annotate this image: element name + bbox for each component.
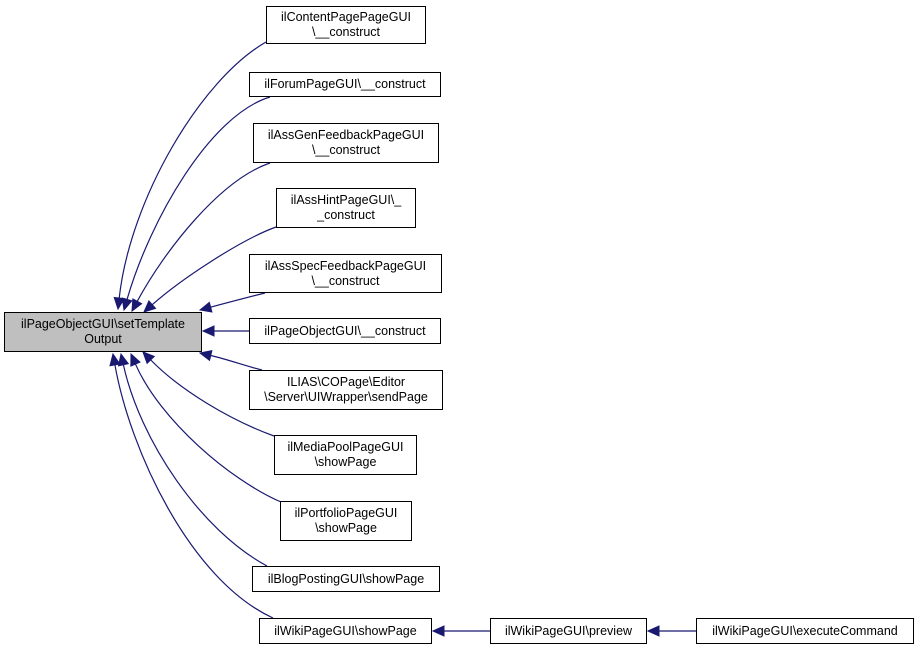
- edge-n8-to-root: [150, 359, 275, 437]
- node-root-settemplateoutput[interactable]: ilPageObjectGUI\setTemplate Output: [4, 312, 202, 352]
- arrowhead-icon-n10: [117, 352, 130, 367]
- edge-n2-to-root: [126, 96, 271, 300]
- edge-n10-to-root: [122, 364, 268, 567]
- node-ilwikipagegui-executecommand[interactable]: ilWikiPageGUI\executeCommand: [696, 618, 914, 644]
- node-ilcontentpagepagegui-construct[interactable]: ilContentPagePageGUI \__construct: [266, 6, 426, 44]
- arrowhead-icon-n4: [143, 300, 157, 313]
- node-uiwrapper-sendpage[interactable]: ILIAS\COPage\Editor \Server\UIWrapper\se…: [249, 370, 443, 410]
- node-ilasshintpagegui-construct[interactable]: ilAssHintPageGUI\_ _construct: [276, 188, 416, 228]
- node-ilassspecfeedbackpagegui-construct[interactable]: ilAssSpecFeedbackPageGUI \__construct: [249, 254, 442, 293]
- edge-n5-to-root: [210, 292, 266, 308]
- arrowhead-icon-n6: [201, 325, 215, 337]
- arrowhead-icon-n2: [121, 297, 133, 312]
- arrowhead-icon-n7: [198, 349, 213, 362]
- node-ilpageobjectgui-construct[interactable]: ilPageObjectGUI\__construct: [249, 318, 441, 344]
- node-ilblogpostinggui-showpage[interactable]: ilBlogPostingGUI\showPage: [252, 566, 440, 592]
- node-ilwikipagegui-preview[interactable]: ilWikiPageGUI\preview: [490, 618, 647, 644]
- edge-n4-to-root: [151, 226, 277, 306]
- node-ilportfoliopagegui-showpage[interactable]: ilPortfolioPageGUI \showPage: [280, 501, 412, 541]
- arrowhead-icon-n1: [113, 296, 126, 311]
- edge-n3-to-root: [136, 162, 271, 302]
- arrowhead-icon-n11: [109, 352, 121, 367]
- arrowhead-icon-n13: [646, 625, 660, 637]
- node-ilforumpagegui-construct[interactable]: ilForumPageGUI\__construct: [249, 72, 441, 97]
- arrowhead-icon-n9: [130, 352, 141, 367]
- node-ilassgenfeedbackpagegui-construct[interactable]: ilAssGenFeedbackPageGUI \__construct: [253, 123, 439, 163]
- node-ilwikipagegui-showpage[interactable]: ilWikiPageGUI\showPage: [259, 618, 432, 644]
- arrowhead-icon-n12: [431, 625, 445, 637]
- arrowhead-icon-n3: [131, 298, 143, 313]
- edge-n7-to-root: [210, 354, 263, 371]
- node-ilmediapoolpagegui-showpage[interactable]: ilMediaPoolPageGUI \showPage: [274, 435, 417, 475]
- arrowhead-icon-n8: [142, 351, 156, 365]
- arrowhead-icon-n5: [198, 301, 213, 313]
- edge-n1-to-root: [118, 41, 267, 299]
- edge-n11-to-root: [114, 364, 274, 619]
- edge-n9-to-root: [134, 363, 282, 503]
